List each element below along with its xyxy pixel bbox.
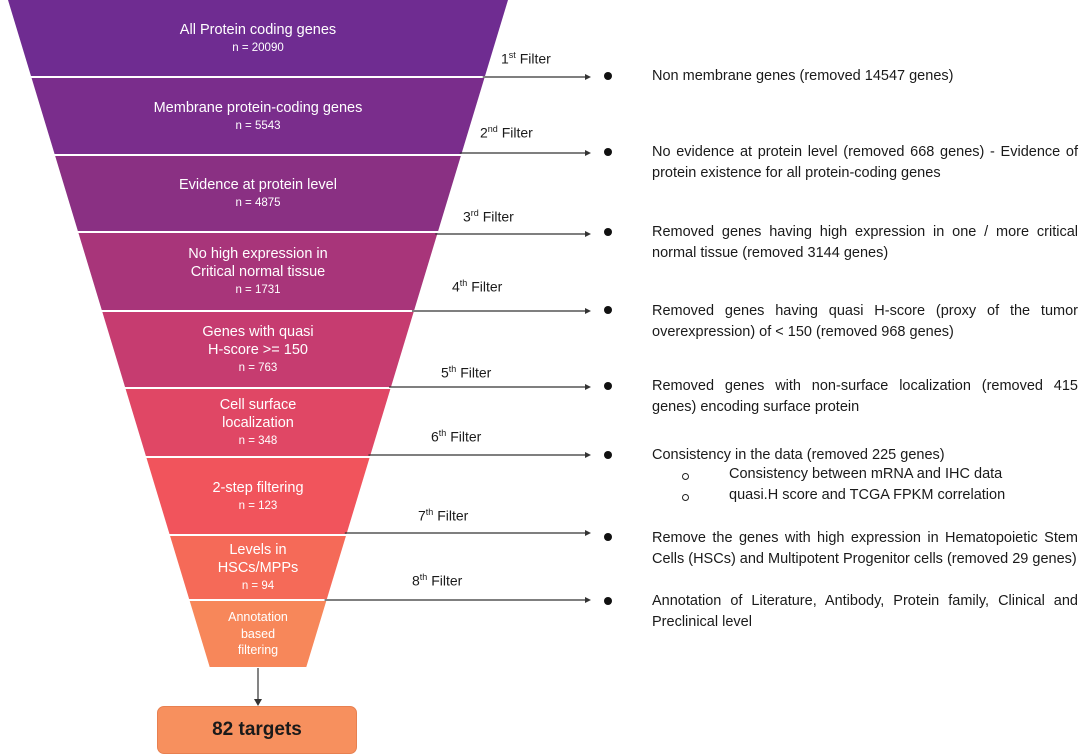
filter-word: Filter (467, 278, 503, 295)
filter-arrowhead-4 (585, 308, 591, 314)
filter-number: 1 (501, 50, 509, 67)
filter-ordinal-suffix: th (448, 364, 457, 374)
funnel-segment-label: Membrane protein-coding genes (153, 99, 363, 116)
funnel-segment-text-5: Genes with quasi H-score >= 150 n = 763 (130, 323, 385, 376)
funnel-segment-label: Evidence at protein level (178, 177, 337, 194)
filter-number: 2 (480, 124, 488, 141)
funnel-segment-label: Genes with quasi H-score >= 150 (202, 324, 314, 359)
filter-number: 8 (412, 572, 420, 589)
filter-description-6: Consistency in the data (removed 225 gen… (652, 447, 945, 463)
filter-ordinal-suffix: th (438, 428, 447, 438)
funnel-segment-label: All Protein coding genes (179, 22, 337, 39)
funnel-segment-2 (31, 78, 485, 154)
filter-ordinal-suffix: th (425, 507, 434, 517)
funnel-segment-text-7: 2-step filtering n = 123 (175, 479, 341, 514)
filter-ordinal-suffix: th (459, 278, 468, 288)
sub-bullet-circle-2 (682, 494, 689, 501)
funnel-segment-text-1: All Protein coding genes n = 20090 (36, 21, 479, 56)
filter-number: 3 (463, 208, 471, 225)
bullet-dot-4 (604, 306, 612, 314)
funnel-segment-label: 2-step filtering (212, 479, 304, 496)
filter-arrowhead-7 (585, 530, 591, 536)
filter-label-5: 5th Filter (441, 364, 491, 381)
filter-ordinal-suffix: th (419, 572, 428, 582)
filter-label-2: 2nd Filter (480, 124, 533, 141)
filter-arrowhead-5 (585, 384, 591, 390)
funnel-segment-count: n = 763 (238, 362, 278, 375)
sub-item-1: Consistency between mRNA and IHC data (729, 466, 1003, 482)
funnel-segment-text-4: No high expression in Critical normal ti… (107, 245, 409, 298)
bullet-dot-1 (604, 72, 612, 80)
filter-label-4: 4th Filter (452, 278, 502, 295)
filter-word: Filter (478, 208, 514, 225)
bullet-dot-2 (604, 148, 612, 156)
funnel-segment-1 (8, 0, 508, 76)
funnel-segment-text-2: Membrane protein-coding genes n = 5543 (60, 99, 456, 134)
funnel-segment-text-6: Cell surface localization n = 348 (151, 396, 365, 449)
sub-bullet-circle-1 (682, 473, 689, 480)
filter-word: Filter (497, 124, 533, 141)
funnel-segment-count: n = 20090 (232, 42, 284, 55)
filter-ordinal-suffix: rd (470, 208, 479, 218)
filter-description-3: Removed genes having high expression in … (652, 224, 1078, 261)
filter-label-6: 6th Filter (431, 428, 481, 445)
bullet-dot-5 (604, 382, 612, 390)
filter-arrowhead-6 (585, 452, 591, 458)
final-targets-box: 82 targets (157, 706, 357, 754)
filter-label-8: 8th Filter (412, 572, 462, 589)
funnel-segment-count: n = 348 (238, 435, 278, 448)
filter-description-7: Remove the genes with high expression in… (652, 530, 1078, 567)
filter-label-3: 3rd Filter (463, 208, 514, 225)
funnel-segment-7 (146, 458, 370, 534)
funnel-segment-text-8: Levels in HSCs/MPPs n = 94 (194, 541, 321, 594)
filter-arrowhead-1 (585, 74, 591, 80)
funnel-segment-count: n = 1731 (235, 284, 281, 297)
filter-word: Filter (433, 507, 469, 524)
funnel-segment-9 (189, 601, 327, 667)
filter-label-1: 1st Filter (501, 50, 551, 67)
filter-ordinal-suffix: st (508, 50, 516, 60)
funnel-segment-count: n = 94 (241, 580, 275, 593)
filter-word: Filter (427, 572, 463, 589)
filter-word: Filter (456, 364, 492, 381)
filter-word: Filter (446, 428, 482, 445)
filter-arrowhead-8 (585, 597, 591, 603)
filter-description-5: Removed genes with non-surface localizat… (652, 378, 1078, 415)
filter-description-1: Non membrane genes (removed 14547 genes) (652, 68, 954, 84)
bullet-dot-8 (604, 597, 612, 605)
funnel-segment-count: n = 123 (238, 499, 278, 512)
filter-ordinal-suffix: nd (487, 124, 498, 134)
filter-description-2: No evidence at protein level (removed 66… (652, 144, 1078, 181)
funnel-segment-label: No high expression in Critical normal ti… (188, 246, 328, 281)
filter-description-8: Annotation of Literature, Antibody, Prot… (652, 593, 1078, 630)
filter-number: 7 (418, 507, 426, 524)
funnel-segment-count: n = 4875 (235, 197, 281, 210)
filter-number: 5 (441, 364, 449, 381)
bullet-dot-3 (604, 228, 612, 236)
funnel-segment-label: Levels in HSCs/MPPs (217, 542, 299, 577)
bullet-dot-7 (604, 533, 612, 541)
filter-arrowhead-3 (585, 231, 591, 237)
filter-word: Filter (515, 50, 551, 67)
funnel-segment-4 (78, 233, 438, 310)
filter-number: 6 (431, 428, 439, 445)
funnel-segment-label: Cell surface localization (219, 397, 297, 432)
filter-arrowhead-2 (585, 150, 591, 156)
funnel-segment-label: Annotation based filtering (228, 609, 288, 658)
funnel-segment-3 (55, 156, 461, 231)
filter-label-7: 7th Filter (418, 507, 468, 524)
filter-description-4: Removed genes having quasi H-score (prox… (652, 303, 1078, 340)
funnel-segment-5 (102, 312, 414, 387)
funnel-segment-8 (170, 536, 346, 599)
sub-item-2: quasi.H score and TCGA FPKM correlation (729, 487, 1006, 503)
funnel-segment-6 (125, 389, 391, 456)
funnel-segment-text-3: Evidence at protein level n = 4875 (83, 176, 433, 211)
funnel-segment-text-9: Annotation based filtering (215, 609, 301, 660)
funnel-segment-count: n = 5543 (235, 119, 281, 132)
final-arrowhead (254, 699, 262, 706)
bullet-dot-6 (604, 451, 612, 459)
filter-number: 4 (452, 278, 460, 295)
